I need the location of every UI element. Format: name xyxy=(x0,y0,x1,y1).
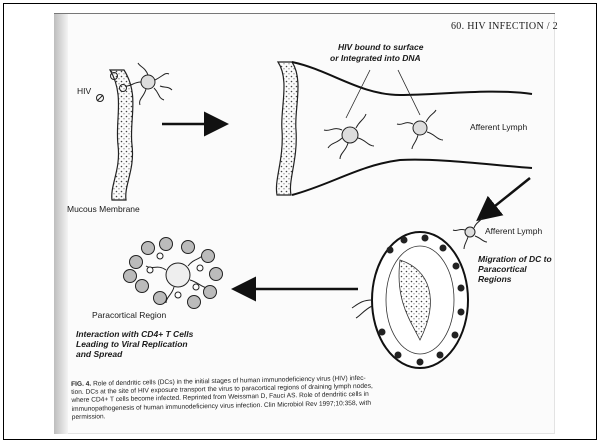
dendritic-cell-4 xyxy=(453,218,487,249)
label-interaction-1: Interaction with CD4+ T Cells xyxy=(76,329,193,339)
label-afferent-lymph-2: Afferent Lymph xyxy=(485,226,542,236)
label-interaction-2: Leading to Viral Replication xyxy=(76,339,188,349)
label-migration-3: Regions xyxy=(478,274,512,284)
label-hiv: HIV xyxy=(77,86,91,96)
label-mucous-membrane: Mucous Membrane xyxy=(67,204,140,214)
label-migration-2: Paracortical xyxy=(478,264,527,274)
arrow-2 xyxy=(480,178,530,218)
page-header: 60. HIV INFECTION / 2 xyxy=(451,21,558,32)
caption-lead: FIG. 4. xyxy=(71,381,91,388)
cd4-cluster xyxy=(124,238,223,309)
pointer-1 xyxy=(346,70,370,118)
membrane-2 xyxy=(276,62,298,195)
dendritic-cell-3 xyxy=(397,110,443,149)
label-integrated: or Integrated into DNA xyxy=(330,53,421,63)
mucous-membrane xyxy=(110,70,133,200)
lymph-vessel-top xyxy=(292,62,532,95)
dendritic-cell-2 xyxy=(324,114,374,159)
lymph-vessel-bottom xyxy=(292,160,532,195)
label-migration-1: Migration of DC to xyxy=(478,254,552,264)
label-paracortical-region: Paracortical Region xyxy=(92,310,166,320)
label-interaction-3: and Spread xyxy=(76,349,122,359)
label-hiv-bound: HIV bound to surface xyxy=(338,42,423,52)
label-afferent-lymph-1: Afferent Lymph xyxy=(470,122,527,132)
lymph-node xyxy=(352,232,468,368)
pointer-2 xyxy=(398,70,420,115)
